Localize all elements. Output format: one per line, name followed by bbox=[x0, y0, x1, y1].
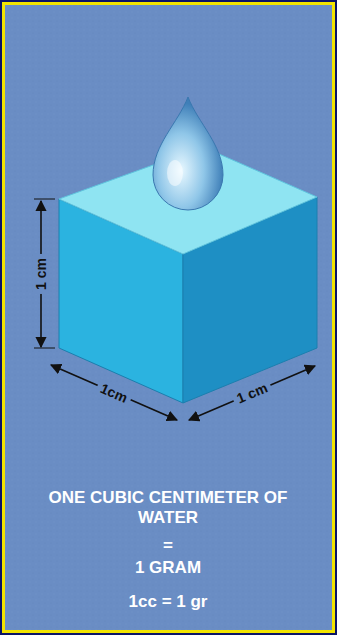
background bbox=[5, 5, 332, 630]
text-layer: 1 cm 1cm 1 cm ONE CUBIC CENTIMETER OF WATER… bbox=[5, 5, 332, 630]
water-drop bbox=[153, 97, 223, 210]
dimension-label: 1cm bbox=[94, 378, 133, 407]
dimension-label: 1 cm bbox=[33, 254, 49, 294]
equals-sign: = bbox=[163, 536, 173, 556]
mass-text: 1 GRAM bbox=[135, 558, 201, 578]
width-dimension bbox=[51, 365, 177, 420]
unit-text: 1cc = 1 gr bbox=[129, 592, 208, 612]
extension-line bbox=[34, 199, 55, 200]
caption-text: ONE CUBIC CENTIMETER OF WATER bbox=[18, 488, 318, 527]
drop-highlight bbox=[167, 160, 183, 186]
dimension-label: 1 cm bbox=[230, 378, 273, 408]
extension-line bbox=[34, 348, 55, 349]
depth-dimension bbox=[189, 366, 315, 420]
